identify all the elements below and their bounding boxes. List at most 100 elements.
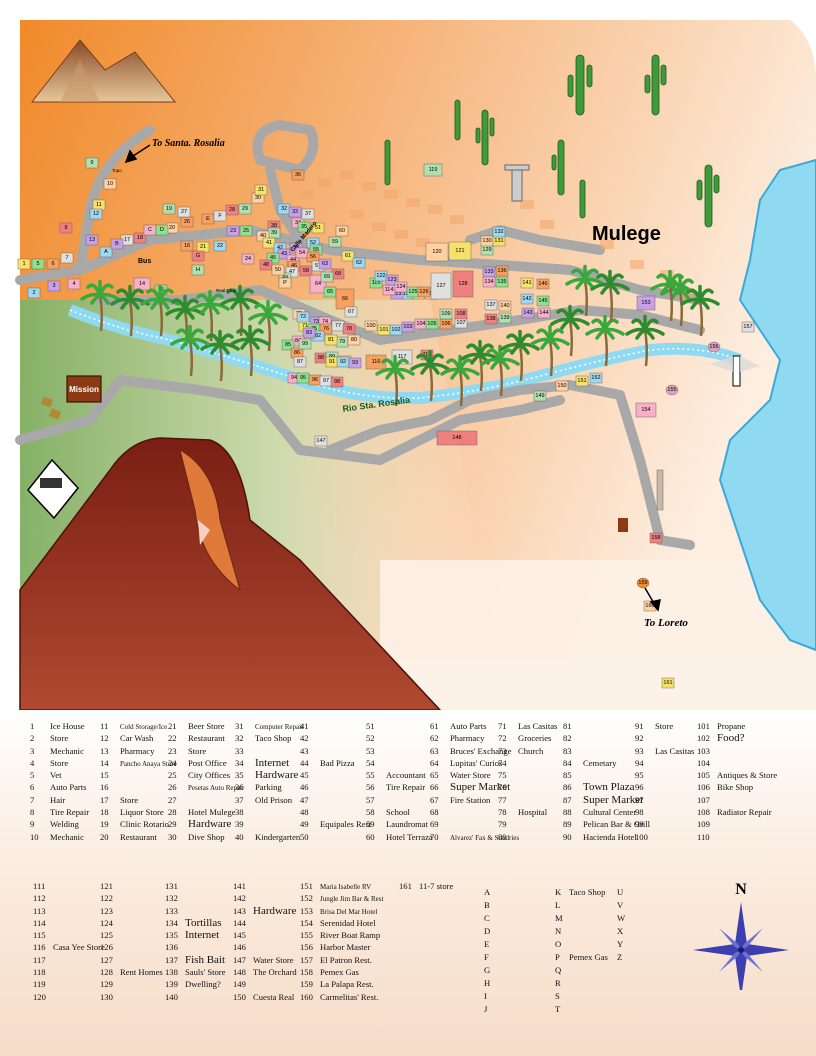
- lot-4[interactable]: 4: [67, 278, 81, 290]
- lot-96[interactable]: 96: [308, 374, 322, 386]
- lot-106[interactable]: 106: [439, 318, 453, 330]
- lot-68[interactable]: 68: [331, 268, 345, 280]
- lot-93[interactable]: 93: [348, 357, 362, 369]
- lot-134[interactable]: 134: [482, 276, 496, 288]
- lot-D[interactable]: D: [155, 224, 169, 236]
- lot-139[interactable]: 139: [498, 312, 512, 324]
- lot-36[interactable]: 36: [291, 169, 305, 181]
- lot-95[interactable]: 95: [296, 372, 310, 384]
- lot-88[interactable]: 88: [314, 352, 328, 364]
- lot-50[interactable]: 50: [271, 264, 285, 276]
- lot-100[interactable]: 100: [364, 320, 378, 332]
- lot-18[interactable]: 18: [133, 232, 147, 244]
- lot-92[interactable]: 92: [336, 356, 350, 368]
- lot-56[interactable]: 56: [306, 251, 320, 263]
- lot-21[interactable]: 21: [196, 241, 210, 253]
- lot-104[interactable]: 104: [414, 318, 428, 330]
- lot-161[interactable]: 161: [661, 677, 675, 689]
- lot-126[interactable]: 126: [417, 286, 431, 298]
- lot-39[interactable]: 39: [267, 227, 281, 239]
- lot-101[interactable]: 101: [377, 324, 391, 336]
- lot-137[interactable]: 137: [484, 299, 498, 311]
- lot-37[interactable]: 37: [301, 208, 315, 220]
- lot-144[interactable]: 144: [537, 307, 551, 319]
- lot-149[interactable]: 149: [533, 390, 547, 402]
- lot-48[interactable]: 48: [259, 259, 273, 271]
- lot-27[interactable]: 27: [177, 206, 191, 218]
- lot-33[interactable]: 33: [288, 206, 302, 218]
- lot-62[interactable]: 62: [352, 257, 366, 269]
- lot-123[interactable]: 123: [385, 274, 399, 286]
- lot-25[interactable]: 25: [239, 225, 253, 237]
- lot-P[interactable]: P: [278, 277, 292, 289]
- lot-66[interactable]: 66: [335, 288, 355, 310]
- lot-11[interactable]: 11: [92, 199, 106, 211]
- lot-131[interactable]: 131: [492, 235, 506, 247]
- lot-14[interactable]: 14: [133, 277, 151, 291]
- lot-105[interactable]: 105: [425, 318, 439, 330]
- lot-127[interactable]: 127: [430, 272, 452, 300]
- lot-86[interactable]: 86: [290, 347, 304, 359]
- lot-128[interactable]: 128: [452, 270, 474, 298]
- lot-87[interactable]: 87: [293, 356, 307, 368]
- lot-13[interactable]: 13: [85, 234, 99, 246]
- lot-154[interactable]: 154: [635, 402, 657, 418]
- lot-2[interactable]: 2: [27, 287, 41, 299]
- lot-97[interactable]: 97: [319, 375, 333, 387]
- lot-108[interactable]: 108: [454, 308, 468, 320]
- lot-65[interactable]: 65: [323, 286, 337, 298]
- lot-51[interactable]: 51: [311, 222, 325, 234]
- lot-16[interactable]: 16: [180, 240, 194, 252]
- lot-83[interactable]: 83: [302, 327, 316, 339]
- lot-99[interactable]: 99: [298, 338, 312, 350]
- lot-136[interactable]: 136: [495, 265, 509, 277]
- lot-5[interactable]: 5: [31, 258, 45, 270]
- lot-80[interactable]: 80: [347, 334, 361, 346]
- lot-114[interactable]: 114: [382, 284, 396, 296]
- lot-147[interactable]: 147: [314, 435, 328, 447]
- lot-41[interactable]: 41: [262, 237, 276, 249]
- lot-85[interactable]: 85: [281, 339, 295, 351]
- lot-1[interactable]: 1: [17, 258, 31, 270]
- lot-22[interactable]: 22: [213, 240, 227, 252]
- lot-157[interactable]: 157: [741, 321, 755, 333]
- lot-28[interactable]: 28: [225, 204, 239, 216]
- lot-8[interactable]: 8: [59, 222, 73, 234]
- lot-133[interactable]: 133: [482, 266, 496, 278]
- lot-10[interactable]: 10: [103, 178, 117, 190]
- lot-77[interactable]: 77: [331, 320, 345, 332]
- lot-152[interactable]: 152: [589, 372, 603, 384]
- lot-G[interactable]: G: [191, 250, 205, 262]
- lot-60[interactable]: 60: [335, 225, 349, 237]
- lot-159[interactable]: 159: [636, 577, 650, 589]
- lot-B[interactable]: B: [110, 238, 124, 250]
- lot-107[interactable]: 107: [454, 317, 468, 329]
- lot-98[interactable]: 98: [330, 376, 344, 388]
- lot-24[interactable]: 24: [241, 253, 255, 265]
- lot-6[interactable]: 6: [46, 258, 60, 270]
- lot-158[interactable]: 158: [649, 532, 663, 544]
- lot-155[interactable]: 155: [665, 384, 679, 396]
- lot-12[interactable]: 12: [89, 208, 103, 220]
- lot-135[interactable]: 135: [495, 276, 509, 288]
- lot-148[interactable]: 148: [436, 430, 478, 446]
- lot-91[interactable]: 91: [325, 356, 339, 368]
- lot-61[interactable]: 61: [341, 250, 355, 262]
- lot-35[interactable]: 35: [297, 221, 311, 233]
- lot-63[interactable]: 63: [318, 258, 332, 270]
- lot-151[interactable]: 151: [575, 375, 589, 387]
- lot-132[interactable]: 132: [492, 226, 506, 238]
- lot-23[interactable]: 23: [226, 225, 240, 237]
- lot-32[interactable]: 32: [277, 203, 291, 215]
- lot-124[interactable]: 124: [394, 281, 408, 293]
- lot-150[interactable]: 150: [555, 380, 569, 392]
- lot-67[interactable]: 67: [344, 306, 358, 318]
- lot-3[interactable]: 3: [47, 280, 61, 292]
- lot-122[interactable]: 122: [374, 270, 388, 282]
- lot-58[interactable]: 58: [299, 265, 313, 277]
- mission-marker[interactable]: Mission: [66, 375, 102, 403]
- lot-156[interactable]: 156: [707, 341, 721, 353]
- lot-142[interactable]: 142: [520, 293, 534, 305]
- lot-E[interactable]: E: [201, 213, 215, 225]
- lot-138[interactable]: 138: [484, 313, 498, 325]
